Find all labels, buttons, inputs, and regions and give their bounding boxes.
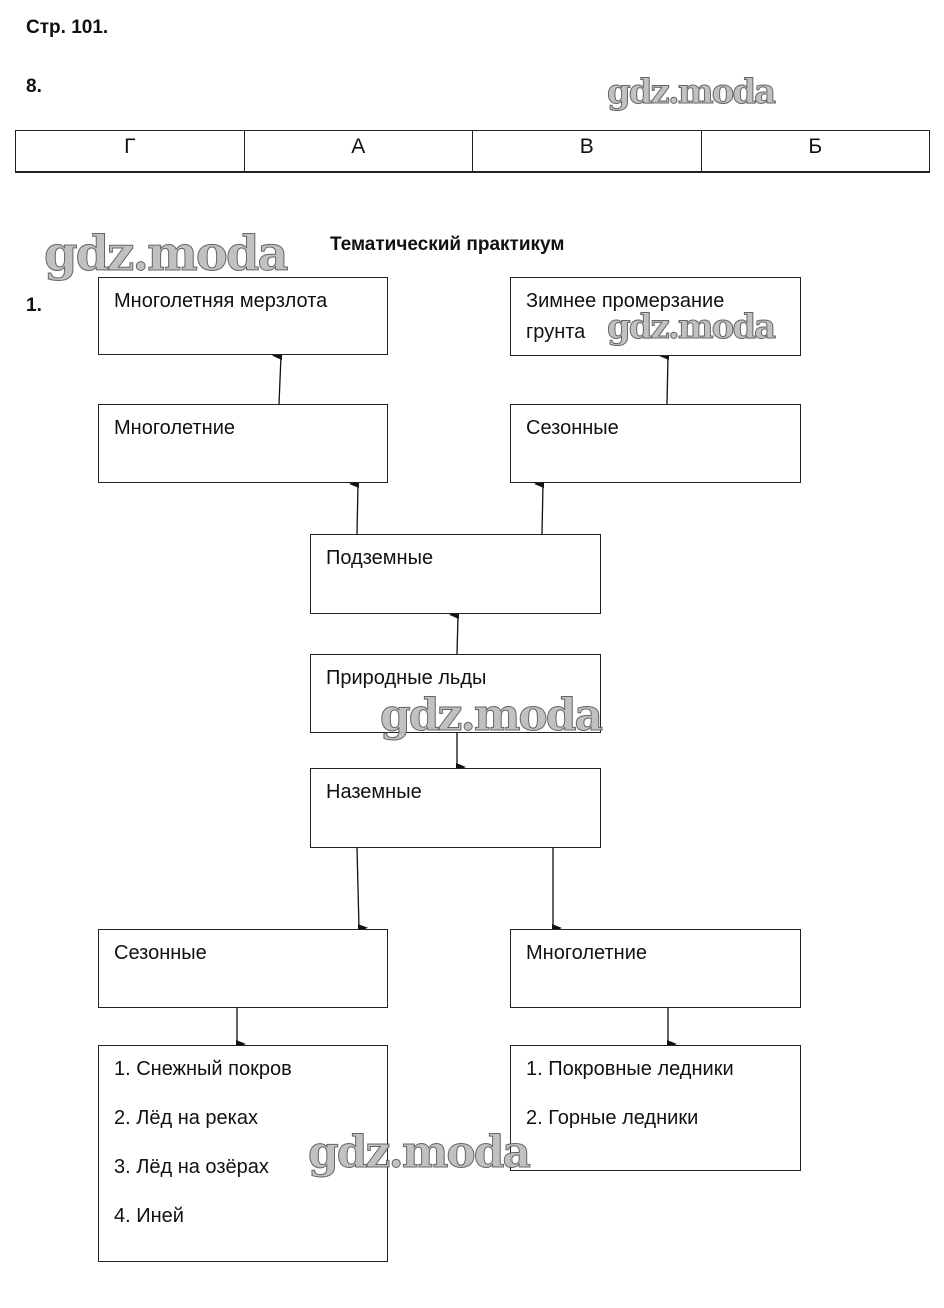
arrow [272, 352, 283, 405]
arrow [356, 847, 368, 933]
list-item: 2. Горные ледники [526, 1107, 699, 1129]
box-permafrost: Многолетняя мерзлота [98, 277, 388, 355]
box-underground-seasonal: Сезонные [510, 404, 801, 483]
box-surface: Наземные [310, 768, 601, 848]
box-surface-multiyear: Многолетние [510, 929, 801, 1008]
list-item: 1. Снежный покров [114, 1058, 292, 1080]
box-natural-ice: Природные льды [310, 654, 601, 733]
list-item: 4. Иней [114, 1205, 184, 1227]
task-1-number: 1. [26, 295, 42, 316]
box-winter-freezing: Зимнее промерзание грунта [510, 277, 801, 356]
arrow [449, 611, 460, 655]
answer-table: Г А В Б [15, 130, 930, 173]
task-8-number: 8. [26, 76, 42, 97]
box-seasonal-list: 1. Снежный покров 2. Лёд на реках 3. Лёд… [98, 1045, 388, 1262]
arrow [534, 480, 545, 535]
list-item: 1. Покровные ледники [526, 1058, 734, 1080]
answer-cell: Б [700, 130, 930, 173]
section-title: Тематический практикум [330, 234, 565, 255]
box-label: Зимнее промерзание грунта [526, 290, 725, 343]
page-header: Стр. 101. [26, 17, 109, 38]
box-surface-seasonal: Сезонные [98, 929, 388, 1008]
box-underground-multiyear: Многолетние [98, 404, 388, 483]
answer-cell: А [243, 130, 473, 173]
box-label: Наземные [326, 781, 422, 803]
box-label: Подземные [326, 547, 434, 569]
box-multiyear-list: 1. Покровные ледники 2. Горные ледники [510, 1045, 801, 1171]
box-label: Многолетние [114, 417, 235, 439]
answer-cell: Г [15, 130, 245, 173]
list-item: 2. Лёд на реках [114, 1107, 258, 1129]
list-item: 3. Лёд на озёрах [114, 1156, 269, 1178]
arrow [349, 480, 360, 535]
box-label: Многолетние [526, 942, 647, 964]
arrow [659, 352, 670, 405]
box-label: Сезонные [526, 417, 619, 439]
box-label: Природные льды [326, 667, 487, 689]
box-underground: Подземные [310, 534, 601, 614]
box-label: Многолетняя мерзлота [114, 290, 328, 312]
answer-cell: В [472, 130, 702, 173]
box-label: Сезонные [114, 942, 207, 964]
